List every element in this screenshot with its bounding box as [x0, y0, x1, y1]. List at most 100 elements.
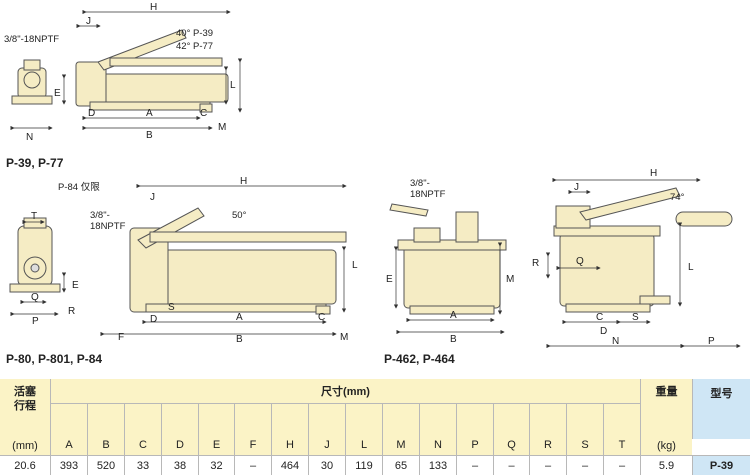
dim1-M: M — [218, 122, 226, 133]
dim2-B: B — [236, 334, 243, 345]
column-header-R: R — [529, 403, 566, 455]
dim4-R: R — [532, 258, 539, 269]
value-cell-A: 393 — [50, 455, 87, 475]
dim2-C: C — [318, 312, 325, 323]
dim4-Q: Q — [576, 256, 584, 267]
value-cell-E: 32 — [198, 455, 234, 475]
column-header-D: D — [161, 403, 198, 455]
dim3-B: B — [450, 334, 457, 345]
dim3-E: E — [386, 274, 393, 285]
dim1-C: C — [200, 108, 207, 119]
column-header-J: J — [308, 403, 345, 455]
pump-body-4 — [553, 187, 733, 313]
value-cell-M: 65 — [382, 455, 419, 475]
weight-unit: (kg) — [640, 437, 692, 455]
value-cell-B: 520 — [87, 455, 124, 475]
dim1-H: H — [150, 2, 157, 13]
dim1-B: B — [146, 130, 153, 141]
pump-body-2 — [129, 207, 347, 315]
value-cell-L: 119 — [345, 455, 382, 475]
angle-label-4: 74° — [670, 192, 685, 203]
column-header-L: L — [345, 403, 382, 455]
dim1-L: L — [230, 80, 236, 91]
column-header-H: H — [271, 403, 308, 455]
model-value: P-39 — [692, 455, 750, 475]
caption-p80-p801-p84: P-80, P-801, P-84 — [6, 352, 103, 366]
value-cell-C: 33 — [124, 455, 161, 475]
angle-label-1b: 42° P-77 — [176, 41, 213, 52]
value-cell-S: – — [566, 455, 603, 475]
column-header-E: E — [198, 403, 234, 455]
dim1-J: J — [86, 16, 91, 27]
dim1-D: D — [88, 108, 95, 119]
column-header-Q: Q — [493, 403, 529, 455]
model-header: 型号 — [692, 379, 750, 439]
diagram-p39-p77: H J E N D A B C L M 3/8"-18NPTF 40° P-39… — [4, 2, 243, 143]
value-cell-P: – — [456, 455, 493, 475]
dim2-F: F — [118, 332, 124, 343]
port-label-2: 3/8"-18NPTF — [90, 210, 126, 232]
diagram-p39-two-speed: H J R Q L C S N P D 74° — [532, 168, 741, 349]
diagram-p462-p464: E M A B 3/8"-18NPTF — [386, 178, 514, 345]
column-header-B: B — [87, 403, 124, 455]
dim2-Q: Q — [31, 292, 39, 303]
dim4-P: P — [708, 336, 715, 347]
column-header-C: C — [124, 403, 161, 455]
dim1-E: E — [54, 88, 61, 99]
dim4-D: D — [600, 326, 607, 337]
column-header-F: F — [234, 403, 271, 455]
dim4-N: N — [612, 336, 619, 347]
dim2-H: H — [240, 176, 247, 187]
note-label-2: P-84 仅限 — [58, 181, 100, 193]
dim2-T: T — [31, 211, 37, 222]
dim2-M: M — [340, 332, 348, 343]
value-cell-D: 38 — [161, 455, 198, 475]
column-header-A: A — [50, 403, 87, 455]
dim2-A: A — [236, 312, 243, 323]
dim2-J: J — [150, 192, 155, 203]
column-header-N: N — [419, 403, 456, 455]
dim1-A: A — [146, 108, 153, 119]
dim4-J: J — [574, 182, 579, 193]
dim4-S: S — [632, 312, 639, 323]
caption-p39-p77: P-39, P-77 — [6, 156, 64, 170]
diagram-p80-p801-p84: T E Q P R F D S A B C M L H J P-84 仅限 3/… — [9, 176, 358, 345]
value-cell-Q: – — [493, 455, 529, 475]
value-cell-H: 464 — [271, 455, 308, 475]
column-header-T: T — [603, 403, 640, 455]
column-header-S: S — [566, 403, 603, 455]
side-view-2 — [9, 217, 61, 293]
dim2-P: P — [32, 316, 39, 327]
value-cell-N: 133 — [419, 455, 456, 475]
column-header-M: M — [382, 403, 419, 455]
weight-header-blank — [640, 403, 692, 439]
side-view-1 — [11, 59, 53, 105]
column-header-P: P — [456, 403, 493, 455]
value-cell-F: – — [234, 455, 271, 475]
dimensions-header: 尺寸(mm) — [50, 379, 640, 403]
weight-value: 5.9 — [640, 455, 692, 475]
dim4-L: L — [688, 262, 694, 273]
dim1-N: N — [26, 132, 33, 143]
drawings-canvas: H J E N D A B C L M 3/8"-18NPTF 40° P-39… — [4, 2, 741, 349]
dim3-A: A — [450, 310, 457, 321]
value-cell-T: – — [603, 455, 640, 475]
stroke-value: 20.6 — [0, 455, 50, 475]
dim4-C: C — [596, 312, 603, 323]
dim2-D: D — [150, 314, 157, 325]
port-label-1: 3/8"-18NPTF — [4, 34, 59, 45]
value-cell-J: 30 — [308, 455, 345, 475]
dim2-E: E — [72, 280, 79, 291]
port-label-3: 3/8"-18NPTF — [410, 178, 446, 200]
dim2-L: L — [352, 260, 358, 271]
dim3-M: M — [506, 274, 514, 285]
weight-header: 重量 — [640, 379, 692, 403]
caption-p462-p464: P-462, P-464 — [384, 352, 455, 366]
angle-label-1a: 40° P-39 — [176, 28, 213, 39]
dim2-R: R — [68, 306, 75, 317]
dim4-H: H — [650, 168, 657, 179]
stroke-unit: (mm) — [0, 437, 50, 455]
pump-body-3 — [389, 203, 507, 315]
value-cell-R: – — [529, 455, 566, 475]
